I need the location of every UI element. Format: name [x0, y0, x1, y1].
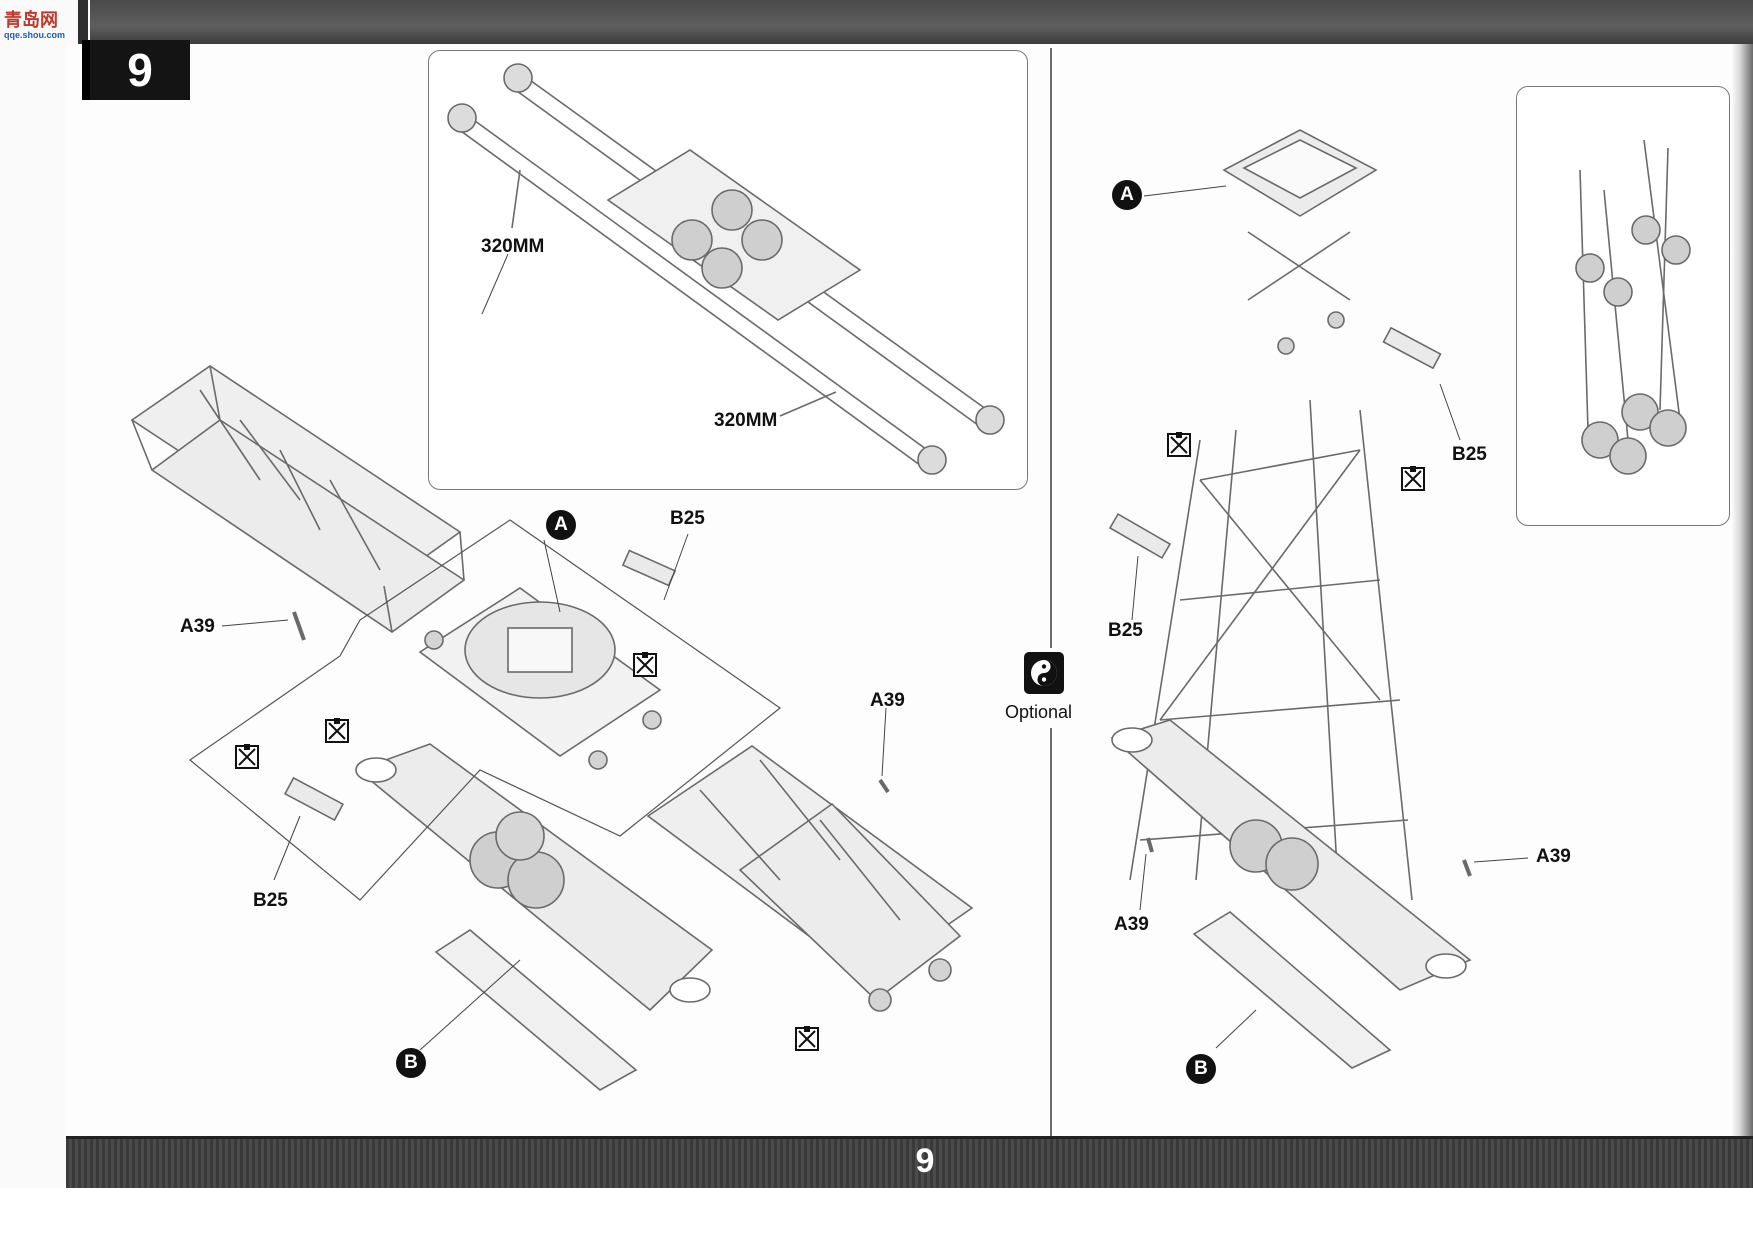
page-number: 9	[915, 1142, 935, 1180]
watermark-logo: 青岛网 qqe.shou.com	[4, 6, 68, 42]
center-divider-top	[1050, 48, 1052, 648]
part-label-a39: A39	[1536, 846, 1571, 867]
b25-part-right-left	[1108, 512, 1172, 560]
callout-marker-b: B	[396, 1048, 426, 1078]
right-turntable-a	[1222, 129, 1378, 355]
cut-sprue-icon	[325, 718, 349, 743]
a39-pin-right	[878, 778, 890, 794]
part-label-a39: A39	[1114, 914, 1149, 935]
cut-sprue-icon	[795, 1026, 819, 1051]
belt-length-label: 320MM	[481, 236, 545, 257]
part-label-a39: A39	[180, 616, 215, 637]
left-turntable-a	[418, 587, 662, 770]
left-base-beam	[355, 743, 714, 1091]
belt-length-label: 320MM	[714, 410, 778, 431]
page-shadow	[1731, 44, 1753, 1156]
scan-bottom-margin	[0, 1188, 1753, 1240]
part-label-a39: A39	[870, 690, 905, 711]
left-lower-truss	[646, 745, 974, 1012]
cut-sprue-icon	[235, 744, 259, 769]
step-number-badge: 9	[82, 40, 190, 100]
b25-part-left	[283, 776, 345, 822]
part-label-b25: B25	[1108, 620, 1143, 641]
right-base-beam	[1110, 719, 1472, 1069]
optional-label: Optional	[1005, 702, 1073, 722]
cut-sprue-icon	[633, 652, 657, 677]
b25-part-right-top	[1382, 326, 1442, 370]
watermark-url: qqe.shou.com	[4, 30, 66, 40]
right-inset-belt-diagram	[1575, 139, 1691, 475]
callout-marker-b: B	[1186, 1054, 1216, 1084]
part-label-b25: B25	[253, 890, 288, 911]
watermark-text: 青岛网	[4, 10, 58, 30]
callout-marker-a: A	[546, 510, 576, 540]
part-label-b25: B25	[670, 508, 705, 529]
center-divider-bottom	[1050, 728, 1052, 1143]
left-upper-truss	[130, 365, 466, 633]
callout-marker-a: A	[1112, 180, 1142, 210]
footer-bar	[66, 1136, 1753, 1191]
cut-sprue-icon	[1401, 466, 1425, 491]
scan-top-edge	[90, 0, 1753, 44]
a39-pin-left	[292, 611, 306, 641]
left-inset-belt-diagram	[447, 63, 1005, 475]
part-label-b25: B25	[1452, 444, 1487, 465]
yin-yang-optional-icon	[1024, 652, 1064, 694]
b25-part-top	[621, 549, 677, 587]
cut-sprue-icon	[1167, 432, 1191, 457]
